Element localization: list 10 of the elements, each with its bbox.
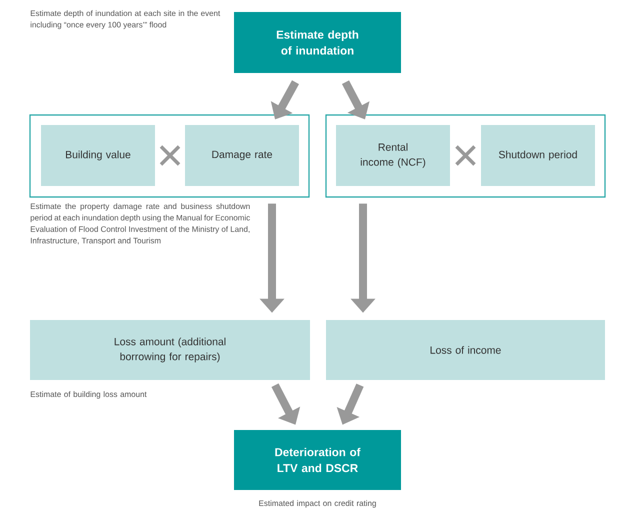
process-box: Loss of income	[326, 320, 605, 380]
process-box: Shutdown period	[481, 125, 595, 186]
process-box: Rental income (NCF)	[336, 125, 450, 186]
process-box: Building value	[41, 125, 155, 186]
process-box: Loss amount (additional borrowing for repairs)	[30, 320, 310, 380]
process-box: Deterioration of LTV and DSCR	[234, 430, 401, 490]
process-box: Estimate depth of inundation	[234, 12, 401, 73]
group-frame	[325, 114, 606, 198]
process-box: Damage rate	[185, 125, 299, 186]
group-frame	[29, 114, 310, 198]
